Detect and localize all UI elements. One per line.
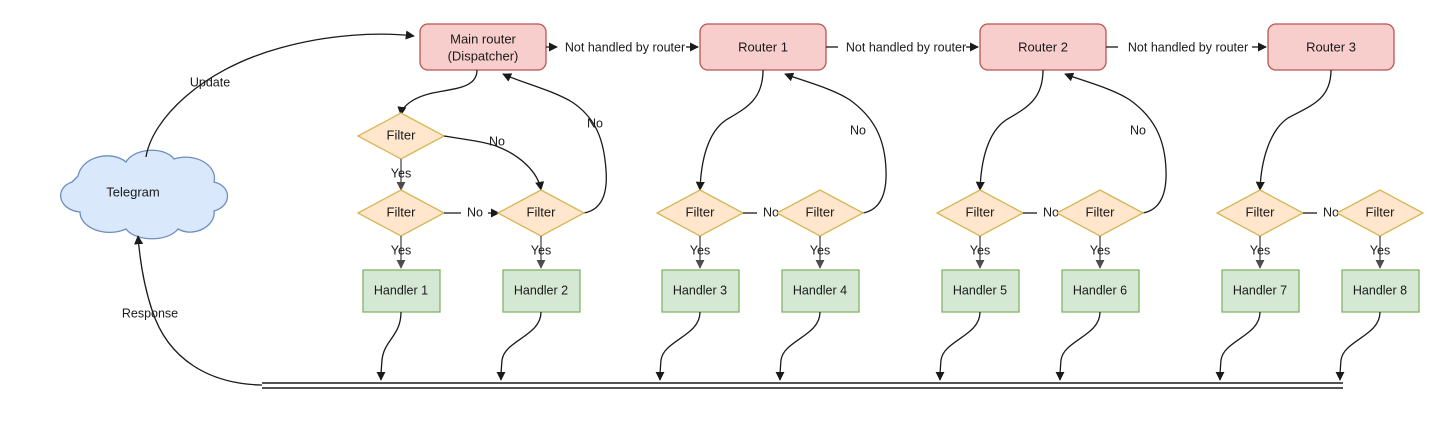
edge-label-no-top: No <box>489 134 505 148</box>
handler-1[interactable]: Handler 1 <box>362 269 441 313</box>
filter-6[interactable]: Filter <box>1055 189 1145 237</box>
cloud-shape <box>60 149 229 240</box>
edge-filter2-no-back <box>502 73 607 214</box>
edge-label-response: Response <box>122 306 178 320</box>
handler-8-box[interactable] <box>1341 269 1420 313</box>
filter-top-main[interactable]: Filter <box>356 112 446 160</box>
telegram-label: Telegram <box>106 184 159 199</box>
router-3-label: Router 3 <box>1306 39 1356 54</box>
edge-handler5-to-collector <box>935 311 981 381</box>
edge-label-no-back-r2: No <box>1130 123 1146 137</box>
edge-label-not-handled-1: Not handled by router <box>565 40 685 54</box>
edge-handler7-to-collector <box>1215 311 1261 381</box>
edge-label-no-3: No <box>1043 205 1059 219</box>
filter-4[interactable]: Filter <box>775 189 865 237</box>
handler-4-box[interactable] <box>781 269 860 313</box>
handler-1-box[interactable] <box>362 269 441 313</box>
main-router[interactable]: Main router (Dispatcher) <box>419 23 547 71</box>
handler-3-label: Handler 3 <box>673 283 727 297</box>
handler-2-label: Handler 2 <box>514 283 568 297</box>
filter-2[interactable]: Filter <box>496 189 586 237</box>
edge-label-yes-top: Yes <box>391 166 411 180</box>
handler-1-label: Handler 1 <box>374 283 428 297</box>
edge-label-yes-7: Yes <box>1250 243 1270 257</box>
handler-3-box[interactable] <box>661 269 740 313</box>
router-2[interactable]: Router 2 <box>979 23 1107 71</box>
filter-6-label: Filter <box>1086 204 1116 219</box>
filter-1[interactable]: Filter <box>356 189 446 237</box>
edge-label-yes-8: Yes <box>1370 243 1390 257</box>
edge-handler3-to-collector <box>655 311 701 381</box>
edge-update <box>145 30 415 158</box>
handler-4[interactable]: Handler 4 <box>781 269 860 313</box>
edge-filter4-no-back <box>784 72 887 214</box>
router-2-label: Router 2 <box>1018 39 1068 54</box>
edge-label-yes-6: Yes <box>1090 243 1110 257</box>
main-router-label-line1: Main router <box>450 31 516 46</box>
edge-label-no-2: No <box>763 205 779 219</box>
handler-6[interactable]: Handler 6 <box>1061 269 1140 313</box>
handler-6-label: Handler 6 <box>1073 283 1127 297</box>
router-1[interactable]: Router 1 <box>699 23 827 71</box>
edge-filter-top-no <box>443 135 545 191</box>
main-router-label-line2: (Dispatcher) <box>448 48 519 63</box>
filter-7[interactable]: Filter <box>1215 189 1305 237</box>
filter-5-label: Filter <box>966 204 996 219</box>
edge-handler4-to-collector <box>775 311 821 381</box>
edge-label-no-back-r1: No <box>850 123 866 137</box>
edge-handler2-to-collector <box>496 311 542 381</box>
edge-label-yes-1: Yes <box>391 243 411 257</box>
handler-4-label: Handler 4 <box>793 283 847 297</box>
handler-7-label: Handler 7 <box>1233 283 1287 297</box>
edge-router1-to-filter3 <box>695 69 764 191</box>
edge-label-yes-2: Yes <box>531 243 551 257</box>
edge-handler8-to-collector <box>1335 311 1381 381</box>
edge-label-yes-4: Yes <box>810 243 830 257</box>
edge-handler6-to-collector <box>1055 311 1101 381</box>
filter-top-main-label: Filter <box>387 127 417 142</box>
edge-label-yes-5: Yes <box>970 243 990 257</box>
router-3[interactable]: Router 3 <box>1267 23 1395 71</box>
edge-handler1-to-collector <box>376 311 402 381</box>
handler-8[interactable]: Handler 8 <box>1341 269 1420 313</box>
edge-label-no-4: No <box>1323 205 1339 219</box>
edge-label-not-handled-2: Not handled by router <box>846 40 966 54</box>
handler-5[interactable]: Handler 5 <box>941 269 1020 313</box>
edge-label-update: Update <box>190 75 230 89</box>
filter-7-label: Filter <box>1246 204 1276 219</box>
filter-3[interactable]: Filter <box>655 189 745 237</box>
edge-label-no-1: No <box>467 205 483 219</box>
handler-5-label: Handler 5 <box>953 283 1007 297</box>
handler-6-box[interactable] <box>1061 269 1140 313</box>
filter-2-label: Filter <box>527 204 557 219</box>
edge-router2-to-filter5 <box>975 69 1044 191</box>
handler-7[interactable]: Handler 7 <box>1221 269 1300 313</box>
edge-label-not-handled-3: Not handled by router <box>1128 40 1248 54</box>
filter-8[interactable]: Filter <box>1335 189 1425 237</box>
edge-label-yes-3: Yes <box>690 243 710 257</box>
filter-1-label: Filter <box>387 204 417 219</box>
telegram-cloud: Telegram <box>60 149 229 240</box>
edge-router3-to-filter7 <box>1255 69 1332 191</box>
filter-5[interactable]: Filter <box>935 189 1025 237</box>
handler-3[interactable]: Handler 3 <box>661 269 740 313</box>
edge-main-to-filter-top <box>397 69 478 116</box>
handler-5-box[interactable] <box>941 269 1020 313</box>
handler-2[interactable]: Handler 2 <box>502 269 581 313</box>
handler-8-label: Handler 8 <box>1353 283 1407 297</box>
filter-3-label: Filter <box>686 204 716 219</box>
edge-response <box>134 235 263 386</box>
filter-8-label: Filter <box>1366 204 1396 219</box>
filter-4-label: Filter <box>806 204 836 219</box>
edge-filter6-no-back <box>1064 72 1167 214</box>
router-1-label: Router 1 <box>738 39 788 54</box>
edge-label-no-back-main: No <box>587 116 603 130</box>
handler-2-box[interactable] <box>502 269 581 313</box>
